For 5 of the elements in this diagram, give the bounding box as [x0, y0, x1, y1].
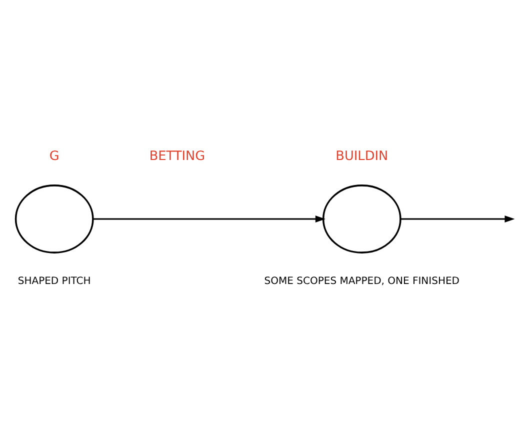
node-label: SOME SCOPES MAPPED, ONE FINISHED: [264, 275, 459, 286]
label: G: [48, 148, 59, 164]
node-label: SHAPED PITCH: [17, 275, 90, 286]
label: BUILDIN: [335, 148, 388, 164]
label: BETTING: [148, 148, 205, 164]
